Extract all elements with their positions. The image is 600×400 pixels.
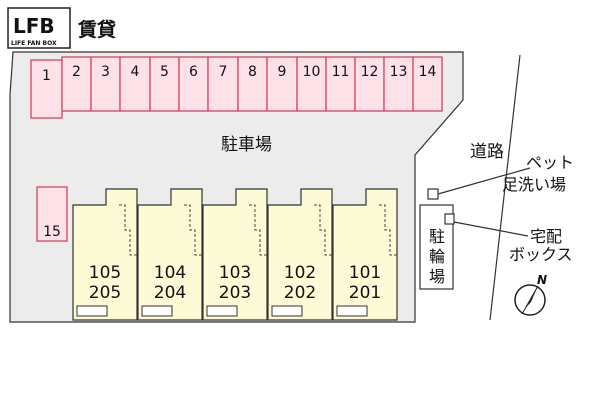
parking-number: 9	[278, 64, 287, 80]
parking-number: 13	[390, 64, 408, 80]
parking-space-5: 5	[149, 56, 180, 112]
unit-number-upper: 204	[154, 283, 186, 303]
logo-mark: LFB	[13, 14, 55, 38]
parking-label: 駐車場	[221, 135, 272, 155]
parking-space-6: 6	[178, 56, 209, 112]
parking-space-7: 7	[207, 56, 239, 112]
delivery-box-marker	[444, 213, 455, 225]
parking-space-9: 9	[266, 56, 298, 112]
unit-number-lower: 101	[349, 263, 381, 283]
unit-number-upper: 202	[284, 283, 316, 303]
parking-number: 6	[189, 64, 198, 80]
page-title: 賃貸	[77, 18, 116, 41]
parking-number: 4	[131, 64, 140, 80]
parking-number: 12	[361, 64, 379, 80]
delivery-label-line1: 宅配	[530, 227, 562, 246]
delivery-leader-line	[453, 221, 529, 237]
parking-space-1: 1	[30, 59, 63, 119]
bike-label-3: 場	[429, 267, 445, 286]
parking-space-13: 13	[383, 56, 414, 112]
parking-space-8: 8	[237, 56, 268, 112]
pet-footwash-marker	[427, 188, 439, 200]
compass-north-label: N	[537, 273, 547, 287]
parking-number: 1	[42, 68, 51, 84]
parking-space-11: 11	[325, 56, 356, 112]
unit-number-lower: 103	[219, 263, 251, 283]
pet-label-line1: ペット	[526, 153, 574, 172]
road-edge-left	[489, 54, 521, 321]
unit-number-lower: 102	[284, 263, 316, 283]
pet-leader-line	[437, 167, 531, 195]
parking-space-12: 12	[354, 56, 385, 112]
parking-space-4: 4	[119, 56, 151, 112]
parking-number: 11	[332, 64, 350, 80]
parking-number: 8	[248, 64, 257, 80]
lfb-logo: LFB LIFE FAN BOX	[7, 7, 71, 49]
unit-number-upper: 205	[89, 283, 121, 303]
parking-space-10: 10	[296, 56, 327, 112]
unit-number-lower: 104	[154, 263, 186, 283]
parking-number: 15	[43, 224, 61, 240]
delivery-label-line2: ボックス	[509, 245, 573, 264]
unit-number-upper: 203	[219, 283, 251, 303]
parking-number: 3	[101, 64, 110, 80]
bicycle-parking: 駐 輪 場	[419, 204, 454, 290]
logo-subtitle: LIFE FAN BOX	[11, 40, 57, 47]
parking-number: 10	[303, 64, 321, 80]
parking-number: 5	[160, 64, 169, 80]
parking-number: 14	[419, 64, 437, 80]
bike-label-1: 駐	[429, 227, 445, 246]
parking-space-14: 14	[412, 56, 443, 112]
unit-number-lower: 105	[89, 263, 121, 283]
parking-number: 7	[219, 64, 228, 80]
parking-space-2: 2	[61, 56, 92, 112]
road-label: 道路	[470, 142, 504, 162]
pet-label-line2: 足洗い場	[502, 175, 566, 194]
parking-number: 2	[72, 64, 81, 80]
parking-space-15: 15	[36, 186, 68, 242]
bike-label-2: 輪	[429, 247, 445, 266]
north-arrow-icon: N	[514, 273, 547, 316]
parking-space-3: 3	[90, 56, 121, 112]
unit-number-upper: 201	[349, 283, 381, 303]
